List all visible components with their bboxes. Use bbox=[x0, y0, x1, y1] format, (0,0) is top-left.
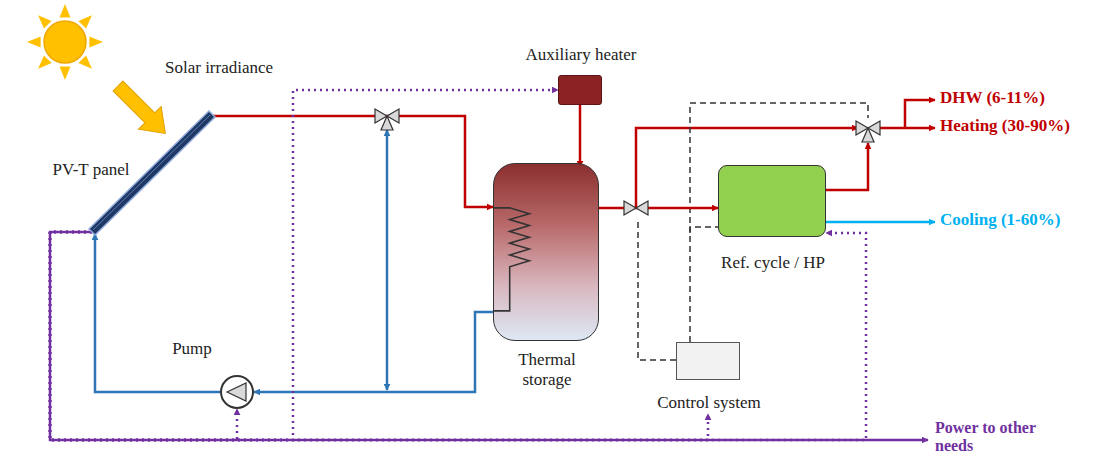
supply-pipe bbox=[905, 100, 935, 128]
node-label: PV-T panel bbox=[46, 160, 136, 180]
auxiliary-heater: Auxiliary heater bbox=[558, 75, 602, 105]
three-way-valve bbox=[624, 201, 648, 215]
connector bbox=[95, 234, 220, 392]
connector bbox=[213, 116, 493, 207]
sun-ray bbox=[27, 37, 41, 48]
pump-circle: Pump bbox=[220, 375, 254, 409]
bypass-pipe bbox=[386, 130, 389, 390]
connector bbox=[50, 90, 558, 440]
connector bbox=[690, 227, 718, 342]
node-label: Control system bbox=[634, 393, 784, 413]
connector bbox=[254, 312, 493, 392]
node-label: Ref. cycle / HP bbox=[703, 253, 843, 273]
sun-icon bbox=[44, 21, 86, 63]
connector bbox=[50, 232, 237, 440]
sun-ray bbox=[38, 55, 51, 68]
sun-ray bbox=[78, 15, 91, 28]
pv-t-panel: PV-T panel bbox=[88, 110, 216, 234]
connector bbox=[50, 232, 866, 440]
control-wire bbox=[638, 218, 676, 360]
node-label: Pump bbox=[162, 339, 222, 359]
connector bbox=[50, 232, 708, 440]
sun-ray bbox=[89, 37, 103, 48]
heat-pump-box: Ref. cycle / HP bbox=[718, 165, 826, 237]
cooling-pipe bbox=[826, 221, 935, 224]
supply-pipe bbox=[826, 143, 868, 190]
irradiance-arrow bbox=[107, 75, 177, 145]
output-label: Cooling (1-60%) bbox=[940, 210, 1098, 230]
sun-ray bbox=[38, 15, 51, 28]
sun-ray bbox=[60, 4, 71, 18]
output-label: Heating (30-90%) bbox=[940, 116, 1098, 136]
node-label: Thermal storage bbox=[494, 350, 600, 391]
source-label: Solar irradiance bbox=[165, 58, 275, 78]
power-line bbox=[50, 232, 928, 440]
pump-symbol bbox=[222, 377, 252, 407]
three-way-valve bbox=[375, 109, 399, 130]
supply-pipe bbox=[878, 127, 935, 130]
control-box: Control system bbox=[676, 342, 740, 380]
connector bbox=[579, 105, 582, 167]
thermal-storage-tank: Thermal storage bbox=[493, 163, 599, 341]
three-way-valve bbox=[856, 121, 880, 142]
sun-ray bbox=[60, 66, 71, 80]
output-label: Power to other needs bbox=[935, 419, 1047, 455]
output-label: DHW (6-11%) bbox=[940, 88, 1090, 108]
sun-ray bbox=[78, 55, 91, 68]
heat-exchanger-coil bbox=[494, 164, 598, 340]
connector bbox=[599, 207, 718, 210]
node-label: Auxiliary heater bbox=[506, 45, 656, 65]
